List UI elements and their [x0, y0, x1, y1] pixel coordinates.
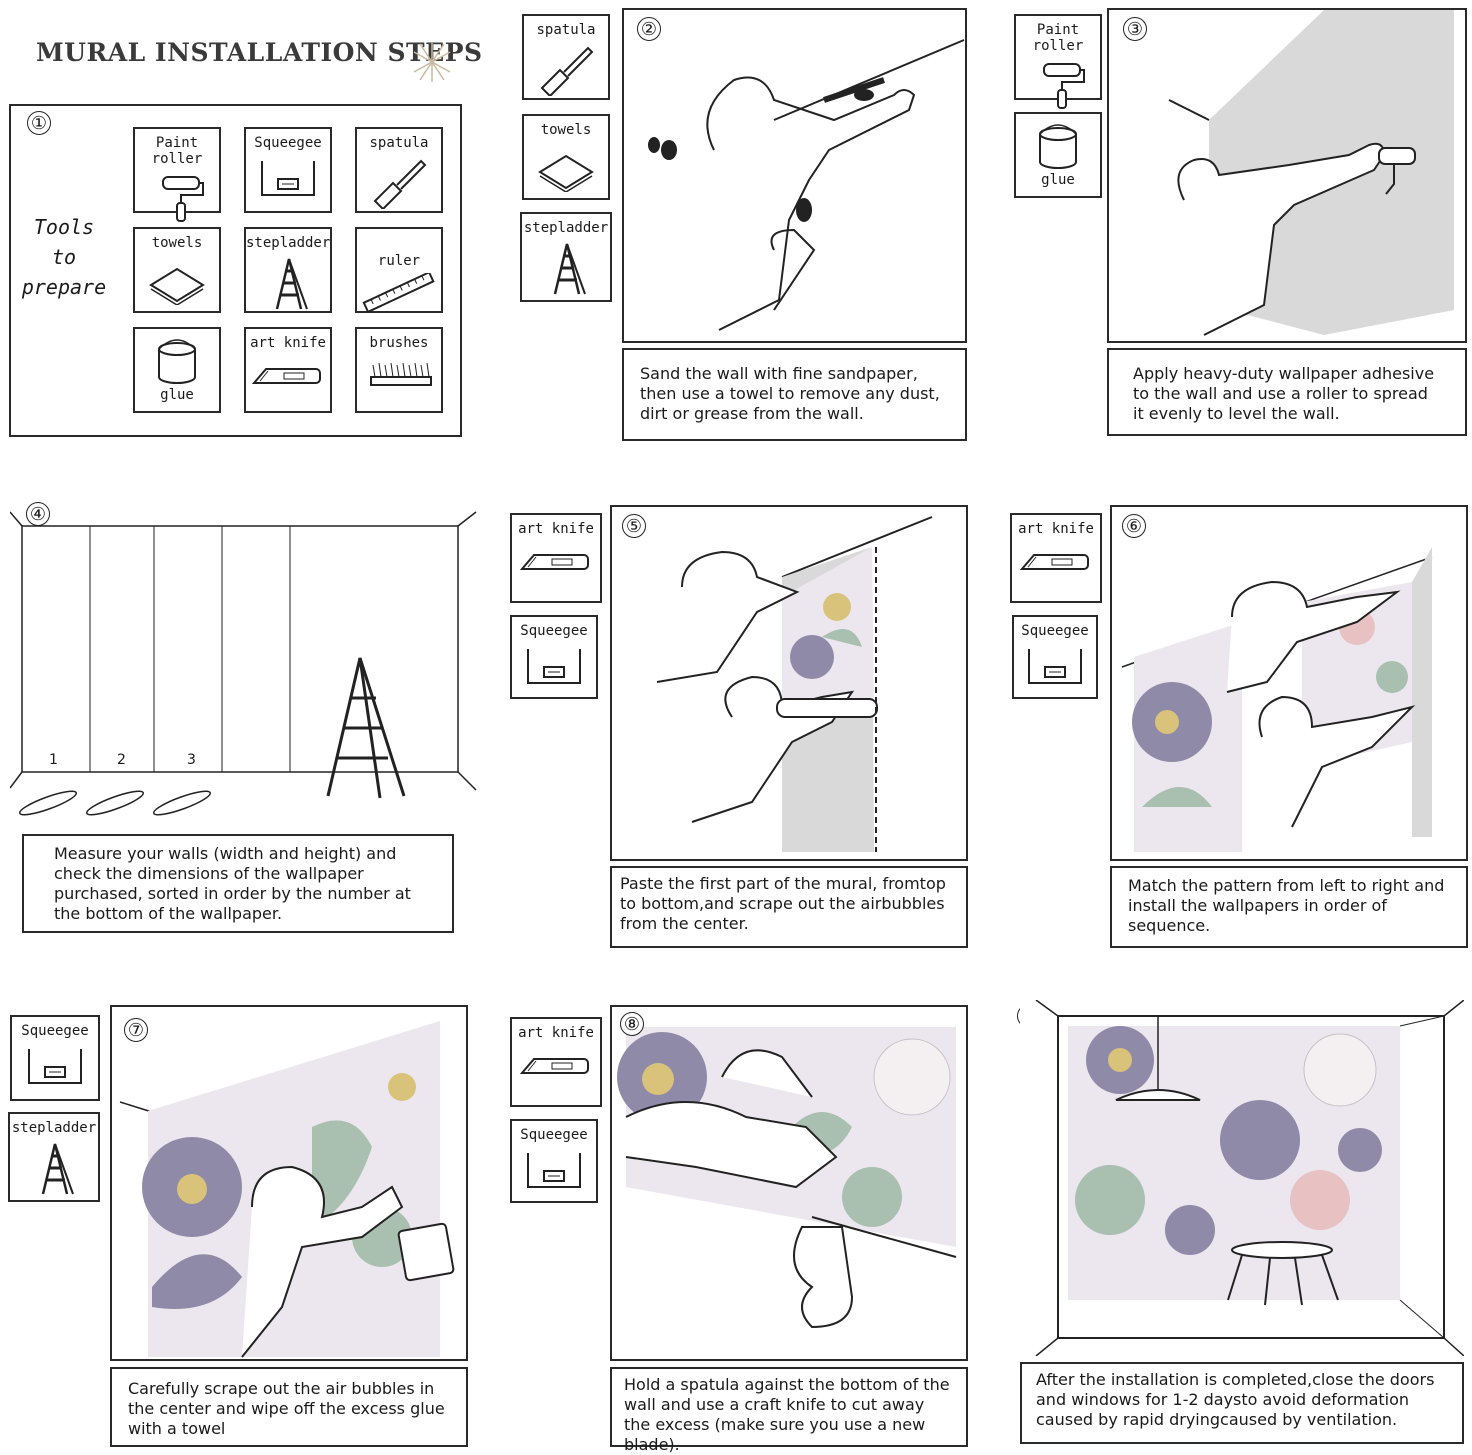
squeegee-icon [527, 649, 581, 684]
tool-ruler: ruler [355, 227, 443, 313]
step3-tool-glue: glue [1014, 112, 1102, 198]
dandelion-ornament-icon [413, 43, 451, 82]
step7-tool-squeegee: Squeegee [10, 1015, 100, 1101]
paint-roller-icon [1043, 63, 1085, 109]
tool-glue: glue [133, 327, 221, 413]
spatula-icon [540, 46, 594, 96]
step5-number: ⑤ [622, 514, 646, 538]
step8-caption: Hold a spatula against the bottom of the… [610, 1367, 968, 1454]
step4-illustration [10, 498, 480, 818]
squeegee-icon [527, 1153, 581, 1188]
tool-brushes: brushes [355, 327, 443, 413]
step7-illustration [110, 1005, 468, 1361]
step3-illustration [1107, 8, 1467, 343]
step2-illustration [622, 8, 967, 343]
stepladder-icon [275, 258, 308, 310]
squeegee-icon [28, 1049, 82, 1084]
tool-art-knife: art knife [244, 327, 332, 413]
step3-number: ③ [1123, 17, 1147, 41]
panel-number-2: 2 [117, 752, 126, 768]
towels-icon [149, 267, 205, 305]
squeegee-icon [261, 161, 315, 196]
applying-adhesive-illustration [1168, 10, 1454, 336]
step8-number: ⑧ [620, 1012, 644, 1036]
panel-number-3: 3 [187, 752, 196, 768]
step4-number: ④ [26, 502, 50, 526]
step8-tool-squeegee: Squeegee [510, 1119, 598, 1203]
step7-number: ⑦ [124, 1018, 148, 1042]
art-knife-icon [519, 1058, 589, 1074]
step3-caption: Apply heavy-duty wallpaper adhesive to t… [1107, 348, 1467, 436]
step6-tool-art-knife: art knife [1010, 513, 1102, 603]
tool-squeegee: Squeegee [244, 127, 332, 213]
step2-tool-towels: towels [522, 114, 610, 200]
step9-caption: After the installation is completed,clos… [1020, 1362, 1464, 1444]
tool-spatula: spatula [355, 127, 443, 213]
art-knife-icon [251, 368, 321, 384]
scraping-air-bubbles-illustration [119, 1021, 455, 1358]
step2-caption: Sand the wall with fine sandpaper, then … [622, 348, 967, 441]
stepladder-icon [553, 243, 586, 295]
step7-caption: Carefully scrape out the air bubbles in … [110, 1367, 468, 1447]
pasting-first-panel-illustration [656, 516, 933, 852]
step4-caption: Measure your walls (width and height) an… [22, 834, 454, 933]
trimming-excess-illustration [617, 1027, 957, 1329]
measure-walls-illustration [10, 511, 477, 816]
tool-towels: towels [133, 227, 221, 313]
step8-tool-art-knife: art knife [510, 1017, 602, 1107]
towels-icon [538, 154, 594, 192]
step5-caption: Paste the first part of the mural, fromt… [610, 866, 968, 948]
step5-illustration [610, 505, 968, 861]
paint-roller-icon [162, 176, 204, 222]
matching-pattern-illustration [1121, 547, 1433, 852]
art-knife-icon [1019, 554, 1089, 570]
step2-tool-stepladder: stepladder [520, 212, 612, 302]
glue-bucket-icon [1039, 124, 1077, 169]
finished-room-illustration [1035, 1000, 1464, 1356]
step7-tool-stepladder: stepladder [8, 1112, 100, 1202]
ruler-icon [362, 273, 435, 313]
squeegee-icon [1028, 649, 1082, 684]
step5-tool-squeegee: Squeegee [510, 615, 598, 699]
step2-tool-spatula: spatula [522, 14, 610, 100]
spatula-icon [373, 159, 427, 209]
step6-tool-squeegee: Squeegee [1012, 615, 1098, 699]
step6-number: ⑥ [1122, 514, 1146, 538]
step1-number: ① [27, 111, 51, 135]
brushes-icon [370, 362, 432, 386]
stepladder-icon [41, 1143, 74, 1195]
sanding-wall-illustration [648, 39, 965, 331]
step5-tool-art-knife: art knife [510, 513, 602, 603]
step6-illustration [1110, 505, 1468, 861]
step8-illustration [610, 1005, 968, 1361]
art-knife-icon [519, 554, 589, 570]
tool-stepladder: stepladder [244, 227, 332, 313]
glue-bucket-icon [158, 339, 196, 384]
step3-tool-paint-roller: Paint roller [1014, 14, 1102, 109]
page-title: MURAL INSTALLATION STEPS [36, 38, 483, 67]
step9-illustration [1020, 1000, 1464, 1356]
step2-number: ② [637, 17, 661, 41]
tool-paint-roller: Paint roller [133, 127, 221, 222]
step6-caption: Match the pattern from left to right and… [1110, 866, 1468, 948]
panel-number-1: 1 [49, 752, 58, 768]
